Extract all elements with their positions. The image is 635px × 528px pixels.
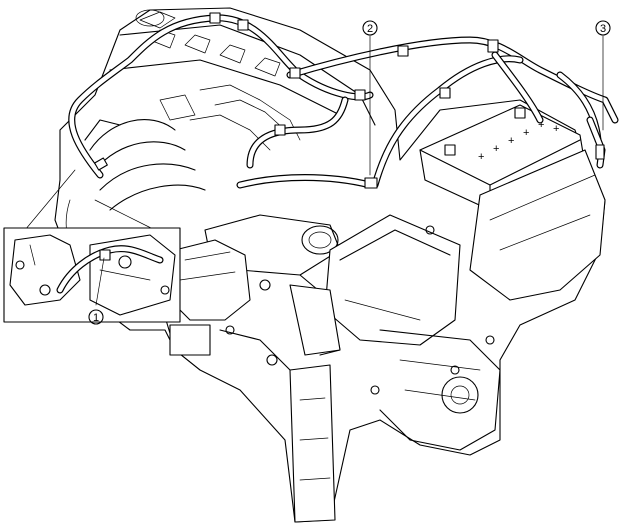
callout-1: 1 (88, 257, 105, 325)
callout-2: 2 (362, 20, 378, 176)
transmission (159, 299, 501, 523)
battery-terminal-plus-5: + (538, 119, 544, 131)
air-cleaner (289, 214, 461, 356)
battery-terminal-plus-6: + (553, 123, 559, 135)
callout-1-label: 1 (93, 312, 99, 324)
detail-inset (3, 169, 181, 323)
battery-terminal-plus-1: + (478, 151, 484, 163)
hoses (68, 12, 619, 189)
battery-terminal-plus-2: + (493, 143, 499, 155)
intake-duct (169, 214, 341, 321)
battery-terminal-plus-3: + (508, 135, 514, 147)
callout-3: 3 (595, 20, 611, 131)
callout-3-label: 3 (600, 23, 606, 35)
battery-terminal-plus-4: + (523, 127, 529, 139)
battery: + + + + + + (419, 104, 606, 301)
callout-2-label: 2 (367, 23, 373, 35)
bolts (225, 225, 495, 395)
